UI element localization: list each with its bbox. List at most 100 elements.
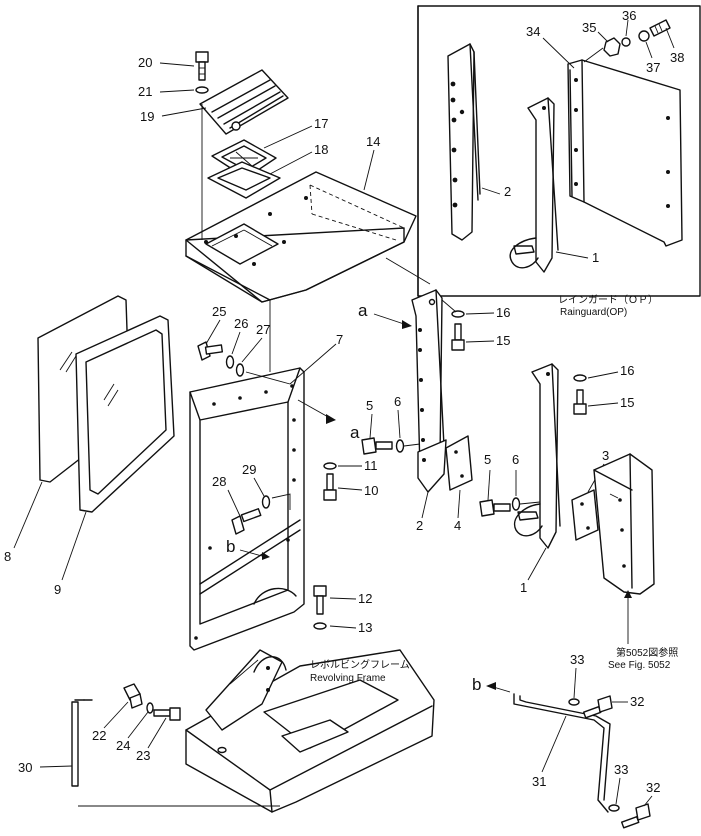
rainguard-caption-en: Rainguard(OP) (560, 307, 627, 318)
callout-29: 29 (242, 462, 256, 477)
see-fig-caption-jp: 第5052図参照 (616, 646, 678, 659)
callout-13: 13 (358, 620, 372, 635)
seal-18 (207, 161, 281, 199)
callout-21: 21 (138, 84, 152, 99)
bolt-32-upper (582, 695, 613, 719)
plate-3 (571, 489, 599, 541)
washer-27 (235, 363, 245, 377)
bolt-15-lower (573, 389, 587, 415)
bolt-23 (153, 707, 181, 721)
support-2 (411, 289, 447, 493)
revolving-caption-en: Revolving Frame (310, 673, 386, 684)
callout-1-main: 1 (520, 580, 527, 595)
callout-7: 7 (336, 332, 343, 347)
washer-33-upper (568, 698, 580, 706)
callout-11: 11 (364, 458, 378, 473)
callout-4: 4 (454, 518, 461, 533)
callout-35: 35 (582, 20, 596, 35)
callout-32-upper: 32 (630, 694, 644, 709)
callout-19: 19 (140, 109, 154, 124)
washer-33-lower (608, 804, 620, 812)
rainguard-panel (567, 59, 683, 247)
washer-26 (225, 355, 235, 369)
grill-19 (199, 69, 289, 135)
callout-38: 38 (670, 50, 684, 65)
callout-26: 26 (234, 316, 248, 331)
callout-32-lower: 32 (646, 780, 660, 795)
callout-30: 30 (18, 760, 32, 775)
callout-1-inset: 1 (592, 250, 599, 265)
side-panel (593, 453, 655, 595)
plate-4 (445, 435, 473, 491)
callout-37: 37 (646, 60, 660, 75)
rainguard-hardware (583, 19, 671, 63)
callout-15-lower: 15 (620, 395, 634, 410)
callout-31: 31 (532, 774, 546, 789)
callout-25: 25 (212, 304, 226, 319)
bolt-12 (313, 585, 327, 615)
view-marker-a-frame: a (350, 423, 360, 442)
callout-17: 17 (314, 116, 328, 131)
callout-18: 18 (314, 142, 328, 157)
roof-assembly: 20 21 19 17 18 14 (138, 51, 431, 372)
front-frame-7 (189, 367, 305, 651)
bolt-10 (323, 473, 337, 501)
callout-15-upper: 15 (496, 333, 510, 348)
view-marker-b-frame: b (226, 537, 235, 556)
catch-22 (123, 683, 143, 709)
callout-20: 20 (138, 55, 152, 70)
washer-16-lower (573, 374, 587, 382)
rod-31 (513, 693, 611, 813)
revolving-caption-jp: レボルビングフレーム (310, 658, 410, 671)
washer-11 (323, 462, 337, 470)
callout-12: 12 (358, 591, 372, 606)
bolt-15-upper (451, 323, 465, 351)
callout-5-lower: 5 (484, 452, 491, 467)
callout-2-main: 2 (416, 518, 423, 533)
roof-panel-14 (185, 171, 417, 303)
callout-33-lower: 33 (614, 762, 628, 777)
washer-21 (195, 86, 209, 94)
callout-8: 8 (4, 549, 11, 564)
callout-2-inset: 2 (504, 184, 511, 199)
callout-16-upper: 16 (496, 305, 510, 320)
washer-6-lower (511, 497, 521, 511)
callout-10: 10 (364, 483, 378, 498)
view-marker-b-rod: b (472, 675, 481, 694)
callout-27: 27 (256, 322, 270, 337)
see-fig-caption-en: See Fig. 5052 (608, 660, 671, 671)
view-marker-a-support: a (358, 301, 368, 320)
bolt-25 (197, 341, 224, 361)
rainguard-support-right (509, 97, 559, 273)
callout-23: 23 (136, 748, 150, 763)
revolving-frame (185, 649, 435, 813)
callout-33-upper: 33 (570, 652, 584, 667)
washer-29 (261, 495, 271, 509)
washer-13 (313, 622, 327, 630)
callout-6-lower: 6 (512, 452, 519, 467)
callout-24: 24 (116, 738, 130, 753)
callout-6-upper: 6 (394, 394, 401, 409)
bolt-28 (231, 508, 262, 535)
bolt-5-lower (479, 499, 511, 517)
washer-24 (146, 702, 154, 714)
bolt-32-lower (620, 803, 651, 829)
rod-30 (71, 699, 93, 787)
window-frame-9 (75, 315, 175, 513)
callout-3: 3 (602, 448, 609, 463)
callout-9: 9 (54, 582, 61, 597)
callout-34: 34 (526, 24, 540, 39)
bolt-5-upper (361, 437, 393, 455)
hatch-17 (211, 139, 277, 179)
callout-14: 14 (366, 134, 380, 149)
callout-5-upper: 5 (366, 398, 373, 413)
callout-28: 28 (212, 474, 226, 489)
callout-16-lower: 16 (620, 363, 634, 378)
support-1 (513, 363, 561, 549)
rainguard-inset: 34 35 36 37 38 2 1 レインガード（ＯＰ） Rainguard(… (417, 5, 701, 318)
callout-36: 36 (622, 8, 636, 23)
callout-22: 22 (92, 728, 106, 743)
bolt-20 (195, 51, 209, 81)
washer-6-upper (395, 439, 405, 453)
